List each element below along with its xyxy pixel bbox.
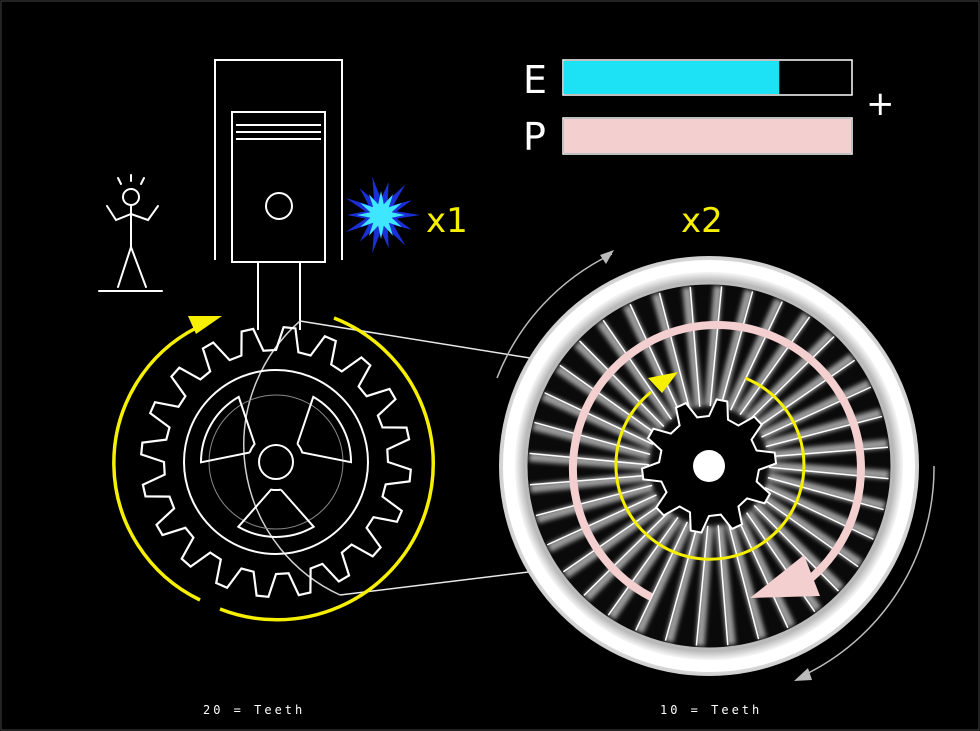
- wheel-spoke-line: [544, 392, 654, 446]
- wheel-spoke-line: [529, 452, 650, 466]
- wheel-spoke-line: [529, 474, 650, 486]
- wheel-spoke-line: [747, 336, 835, 422]
- wheel-spoke: [541, 391, 655, 450]
- wheel-spoke: [664, 523, 703, 643]
- wheel-spoke: [634, 520, 693, 634]
- wheel-spoke: [704, 285, 723, 407]
- wheel-spoke: [583, 508, 674, 602]
- wheel-spoke-line: [535, 484, 653, 517]
- wheel-spoke: [735, 312, 811, 417]
- wheel-spoke-line: [583, 510, 671, 596]
- wheel-spoke: [532, 421, 652, 460]
- wheel-spoke-line: [562, 503, 663, 573]
- wheel-spoke: [562, 500, 666, 579]
- wheel-spoke: [734, 516, 796, 629]
- plus-sign: +: [866, 84, 895, 124]
- rotation-arrow-left: [112, 316, 435, 622]
- wheel-spoke-line: [635, 521, 689, 631]
- wheel-spoke: [573, 340, 667, 431]
- energy-power-bars: E P +: [523, 58, 895, 159]
- wheel-spoke-line: [579, 340, 665, 428]
- wheel-spoke-line: [534, 421, 651, 456]
- left-gear-caption: 20 = Teeth: [203, 703, 306, 717]
- multiplier-right: x2: [681, 201, 723, 241]
- wheel-spoke: [766, 472, 886, 511]
- wheel-spoke-line: [765, 415, 883, 448]
- wheel-spoke: [695, 525, 714, 647]
- wheel-spoke-line: [719, 291, 754, 408]
- wheel-spoke-line: [727, 522, 760, 640]
- wheel-spoke-line: [664, 524, 699, 641]
- wheel-spoke-line: [768, 466, 889, 480]
- wheel-spoke-line: [729, 301, 783, 411]
- wheel-spoke-line: [689, 286, 701, 407]
- wheel-spoke-line: [695, 525, 709, 646]
- arrow-head-icon: [188, 316, 222, 334]
- wheel-spoke: [607, 515, 683, 620]
- wheel-spoke: [758, 492, 863, 568]
- wheel-spoke-line: [761, 386, 872, 438]
- wheel-spoke: [651, 292, 693, 411]
- spark-burst-icon: [345, 176, 421, 254]
- wheel-spoke-line: [607, 516, 679, 616]
- wheel-spoke: [715, 289, 754, 409]
- wheel-spoke: [535, 482, 654, 524]
- wheel-spoke-line: [717, 525, 729, 646]
- piston-cylinder: [214, 59, 343, 330]
- wheel-spoke-line: [629, 303, 681, 414]
- wheel-spoke-line: [559, 364, 659, 436]
- wheel-spoke-line: [767, 476, 884, 511]
- power-label: P: [523, 115, 546, 159]
- piston-body: [231, 111, 326, 263]
- wheel-spoke-line: [546, 494, 657, 546]
- gear-left-teeth: [140, 326, 412, 598]
- wheel-spoke: [744, 330, 835, 424]
- drive-belt: [243, 320, 546, 596]
- wheel-spoke: [546, 491, 659, 553]
- wheel-spoke: [751, 501, 845, 592]
- wheel-spoke: [528, 452, 650, 471]
- cylinder-wall: [214, 59, 343, 260]
- right-gear-caption: 10 = Teeth: [660, 703, 763, 717]
- wheel-spoke: [763, 482, 877, 541]
- wheel-spoke-line: [755, 359, 856, 429]
- multiplier-left: x1: [426, 201, 468, 241]
- wheel-spoke-line: [737, 518, 789, 629]
- wheel-spoke: [725, 298, 784, 412]
- wheel-spoke: [682, 286, 704, 408]
- wheel-spoke: [764, 408, 883, 450]
- gear-right: [640, 398, 778, 534]
- wheel-spoke: [752, 353, 856, 432]
- energy-label: E: [523, 58, 547, 102]
- wheel-spoke-line: [709, 286, 723, 407]
- wheel-spoke-line: [753, 504, 839, 592]
- wheel-spoke: [768, 461, 890, 480]
- rotation-arrow-pink: [568, 321, 865, 601]
- wheel-spoke-line: [764, 486, 874, 540]
- wheel-spoke-line: [759, 496, 859, 568]
- wrist-pin: [265, 192, 293, 220]
- wheel-spoke: [622, 303, 684, 416]
- wheel-spoke: [714, 524, 736, 646]
- power-bar-fill: [564, 119, 851, 153]
- rotation-arrow-outer: [496, 250, 935, 681]
- wheel-spoke-line: [602, 319, 672, 420]
- wheel-spoke: [767, 439, 889, 461]
- wheel-spoke: [529, 471, 651, 493]
- wheel-spoke-line: [768, 446, 889, 458]
- wheel-spoke: [555, 364, 660, 440]
- rotation-arrow-inner: [614, 372, 806, 561]
- wheel-spoke: [596, 319, 675, 423]
- wheel-spoke: [725, 521, 767, 640]
- energy-bar-fill: [564, 61, 780, 94]
- wheel-spoke: [759, 379, 872, 441]
- gear-left: [140, 326, 412, 598]
- stick-figure-icon: [98, 174, 163, 292]
- wheel-spoke-line: [739, 316, 811, 416]
- inner-arrow-head-icon: [648, 372, 678, 393]
- wheel-spoke-line: [658, 292, 691, 410]
- pink-arrow-head-icon: [750, 555, 820, 598]
